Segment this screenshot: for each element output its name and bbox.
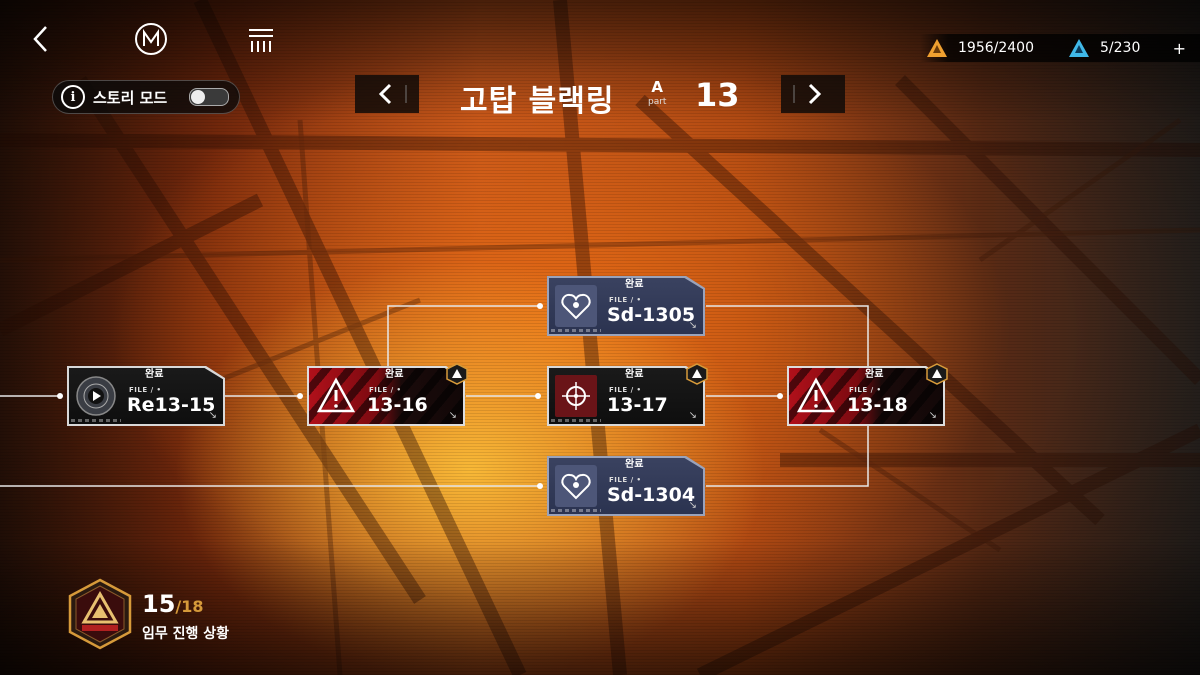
progress-total: /18	[175, 597, 204, 616]
chevron-right-icon	[793, 83, 822, 105]
node-icon-box	[315, 375, 357, 417]
node-file-label: FILE / •	[609, 296, 642, 304]
node-icon-box	[555, 375, 597, 417]
node-arrow: ↘	[448, 410, 457, 421]
rank-badge-icon	[926, 363, 948, 385]
chapter-part-letter: A	[651, 78, 664, 96]
node-arrow: ↘	[688, 500, 697, 511]
node-arrow: ↘	[688, 320, 697, 331]
node-status: 완료	[625, 459, 644, 470]
node-code: Sd-1305	[607, 304, 696, 326]
node-file-label: FILE / •	[849, 386, 882, 394]
node-status: 완료	[865, 369, 884, 380]
node-status: 완료	[385, 369, 404, 380]
progress-emblem-icon[interactable]	[68, 578, 132, 650]
chevron-left-icon	[33, 26, 47, 52]
node-file-label: FILE / •	[609, 386, 642, 394]
node-ticks	[551, 329, 601, 332]
warning-icon	[316, 377, 356, 413]
node-arrow: ↘	[208, 410, 217, 421]
node-icon-box	[75, 375, 117, 417]
node-icon-box	[555, 285, 597, 327]
heart-gear-icon	[561, 473, 591, 500]
m-logo-icon	[135, 23, 167, 55]
node-status: 완료	[145, 369, 164, 380]
play-disc-icon	[76, 376, 116, 416]
resource-bar: 1956/2400 5/230 +	[920, 34, 1200, 62]
stage-node-re13-15[interactable]: 완료 FILE / • Re13-15 ↘	[67, 366, 225, 426]
prev-chapter-button[interactable]	[355, 75, 419, 113]
stage-node-13-18[interactable]: 완료 FILE / • 13-18 ↘	[787, 363, 948, 426]
energy-value: 5/230	[1100, 40, 1141, 56]
node-ticks	[71, 419, 121, 422]
chapter-part-word: part	[648, 97, 667, 107]
node-file-label: FILE / •	[369, 386, 402, 394]
stage-node-sd-1304[interactable]: 완료 FILE / • Sd-1304 ↘	[547, 456, 705, 516]
chevron-left-icon	[378, 83, 407, 105]
node-code: Re13-15	[127, 394, 216, 416]
node-ticks	[551, 509, 601, 512]
heart-gear-icon	[561, 293, 591, 320]
node-code: 13-18	[847, 394, 908, 416]
switch-knob	[191, 90, 205, 104]
progress-current: 15	[142, 590, 176, 618]
warning-icon	[796, 377, 836, 413]
rank-badge-icon	[686, 363, 708, 385]
story-mode-label: 스토리 모드	[93, 88, 168, 107]
mission-progress-count: 15/18	[142, 590, 204, 618]
node-code: 13-17	[607, 394, 668, 416]
stage-node-13-16[interactable]: 완료 FILE / • 13-16 ↘	[307, 363, 468, 426]
chapter-number: 13	[695, 76, 740, 114]
node-code: 13-16	[367, 394, 428, 416]
crosshair-icon	[562, 382, 590, 410]
chapter-part: A part	[648, 80, 666, 107]
mission-progress-label: 임무 진행 상황	[142, 626, 230, 642]
rank-badge-icon	[446, 363, 468, 385]
gold-triangle-icon	[927, 39, 947, 57]
mission-list-button[interactable]	[244, 22, 278, 56]
node-status: 완료	[625, 279, 644, 290]
node-file-label: FILE / •	[129, 386, 162, 394]
node-icon-box	[795, 375, 837, 417]
chapter-title: 고탑 블랙링	[460, 84, 615, 119]
node-arrow: ↘	[928, 410, 937, 421]
node-file-label: FILE / •	[609, 476, 642, 484]
stage-node-sd-1305[interactable]: 완료 FILE / • Sd-1305 ↘	[547, 276, 705, 336]
node-arrow: ↘	[688, 410, 697, 421]
blue-triangle-icon	[1069, 39, 1089, 57]
back-button[interactable]	[24, 22, 58, 56]
next-chapter-button[interactable]	[781, 75, 845, 113]
list-bars-icon	[249, 29, 273, 52]
story-mode-toggle[interactable]: i 스토리 모드	[52, 80, 240, 114]
node-status: 완료	[625, 369, 644, 380]
main-menu-button[interactable]	[134, 22, 168, 56]
stage-node-13-17[interactable]: 완료 FILE / • 13-17 ↘	[547, 363, 708, 426]
story-mode-switch[interactable]	[189, 88, 229, 106]
node-icon-box	[555, 465, 597, 507]
stamina-value: 1956/2400	[958, 40, 1034, 56]
node-code: Sd-1304	[607, 484, 696, 506]
add-resource-button[interactable]: +	[1172, 38, 1186, 58]
node-ticks	[551, 419, 601, 422]
info-icon[interactable]: i	[61, 85, 85, 109]
